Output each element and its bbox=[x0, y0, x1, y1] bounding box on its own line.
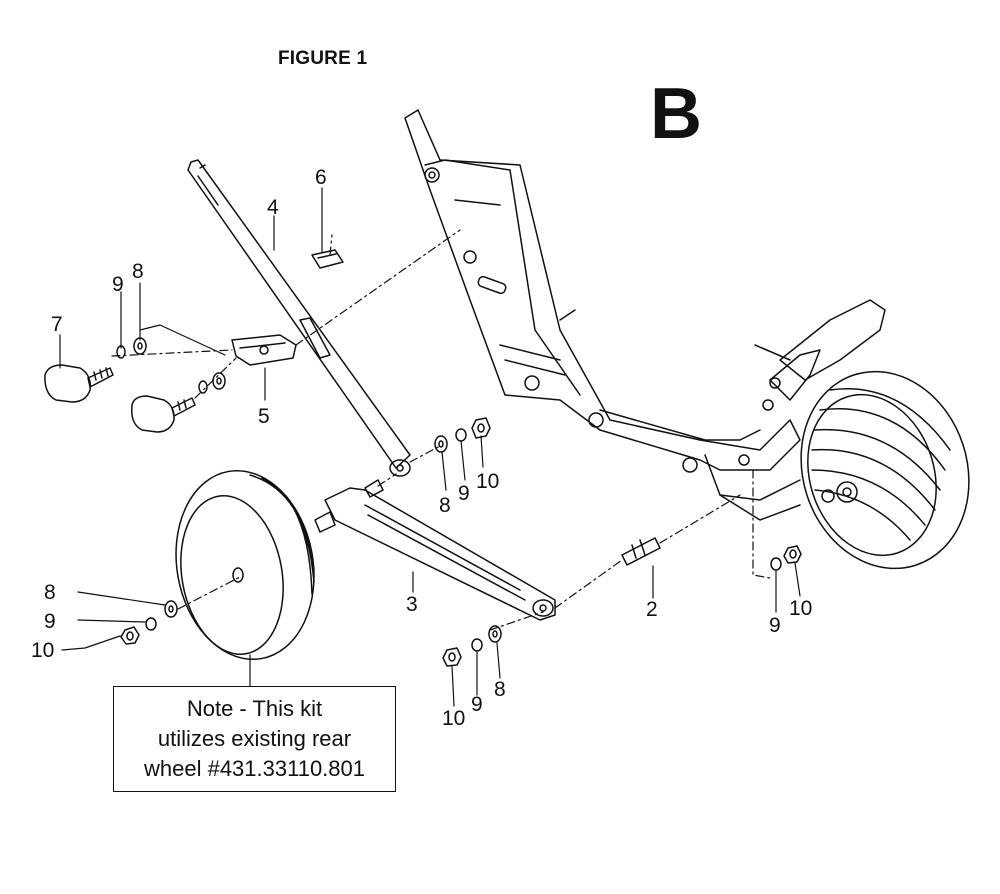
hardware-group-right bbox=[770, 545, 802, 571]
callout-10-mid: 10 bbox=[476, 470, 499, 493]
figure-title: FIGURE 1 bbox=[278, 48, 368, 69]
clip bbox=[311, 249, 344, 269]
callout-10-wheel: 10 bbox=[31, 639, 54, 662]
callout-4: 4 bbox=[267, 196, 279, 219]
knob-lower bbox=[130, 395, 196, 433]
rear-wheel-existing bbox=[762, 299, 970, 570]
callout-10-right: 10 bbox=[789, 597, 812, 620]
callout-8-bottom: 8 bbox=[494, 678, 506, 701]
note-box: Note - This kit utilizes existing rear w… bbox=[113, 686, 396, 792]
knob-upper bbox=[44, 364, 114, 403]
note-line-3: wheel #431.33110.801 bbox=[143, 756, 365, 781]
callout-6: 6 bbox=[315, 166, 327, 189]
callout-8-top: 8 bbox=[132, 260, 144, 283]
tiller-frame bbox=[404, 109, 801, 521]
hardware-group-wheel bbox=[120, 600, 178, 645]
leader-lines bbox=[59, 187, 801, 707]
callout-3: 3 bbox=[406, 593, 418, 616]
callout-9-wheel: 9 bbox=[44, 610, 56, 633]
callout-2: 2 bbox=[646, 598, 658, 621]
callout-9-bottom: 9 bbox=[471, 693, 483, 716]
section-letter: B bbox=[650, 74, 702, 154]
stud bbox=[621, 537, 661, 566]
lever-bar bbox=[187, 159, 411, 477]
note-line-2: utilizes existing rear bbox=[157, 726, 352, 751]
callout-9-top: 9 bbox=[112, 273, 124, 296]
assembly-lines bbox=[111, 229, 771, 631]
callout-8-mid: 8 bbox=[439, 494, 451, 517]
hardware-group-bottom bbox=[442, 625, 502, 667]
callout-5: 5 bbox=[258, 405, 270, 428]
axle-bar bbox=[314, 479, 556, 621]
new-wheel bbox=[175, 469, 315, 661]
callout-10-bottom: 10 bbox=[442, 707, 465, 730]
callout-9-right: 9 bbox=[769, 614, 781, 637]
callout-9-mid: 9 bbox=[458, 482, 470, 505]
callout-7: 7 bbox=[51, 313, 63, 336]
note-line-1: Note - This kit bbox=[186, 696, 323, 721]
callout-8-wheel: 8 bbox=[44, 581, 56, 604]
bracket bbox=[231, 334, 297, 366]
callout-labels: 6 4 8 9 7 5 8 9 10 3 2 8 9 10 10 9 8 9 1… bbox=[31, 166, 812, 730]
